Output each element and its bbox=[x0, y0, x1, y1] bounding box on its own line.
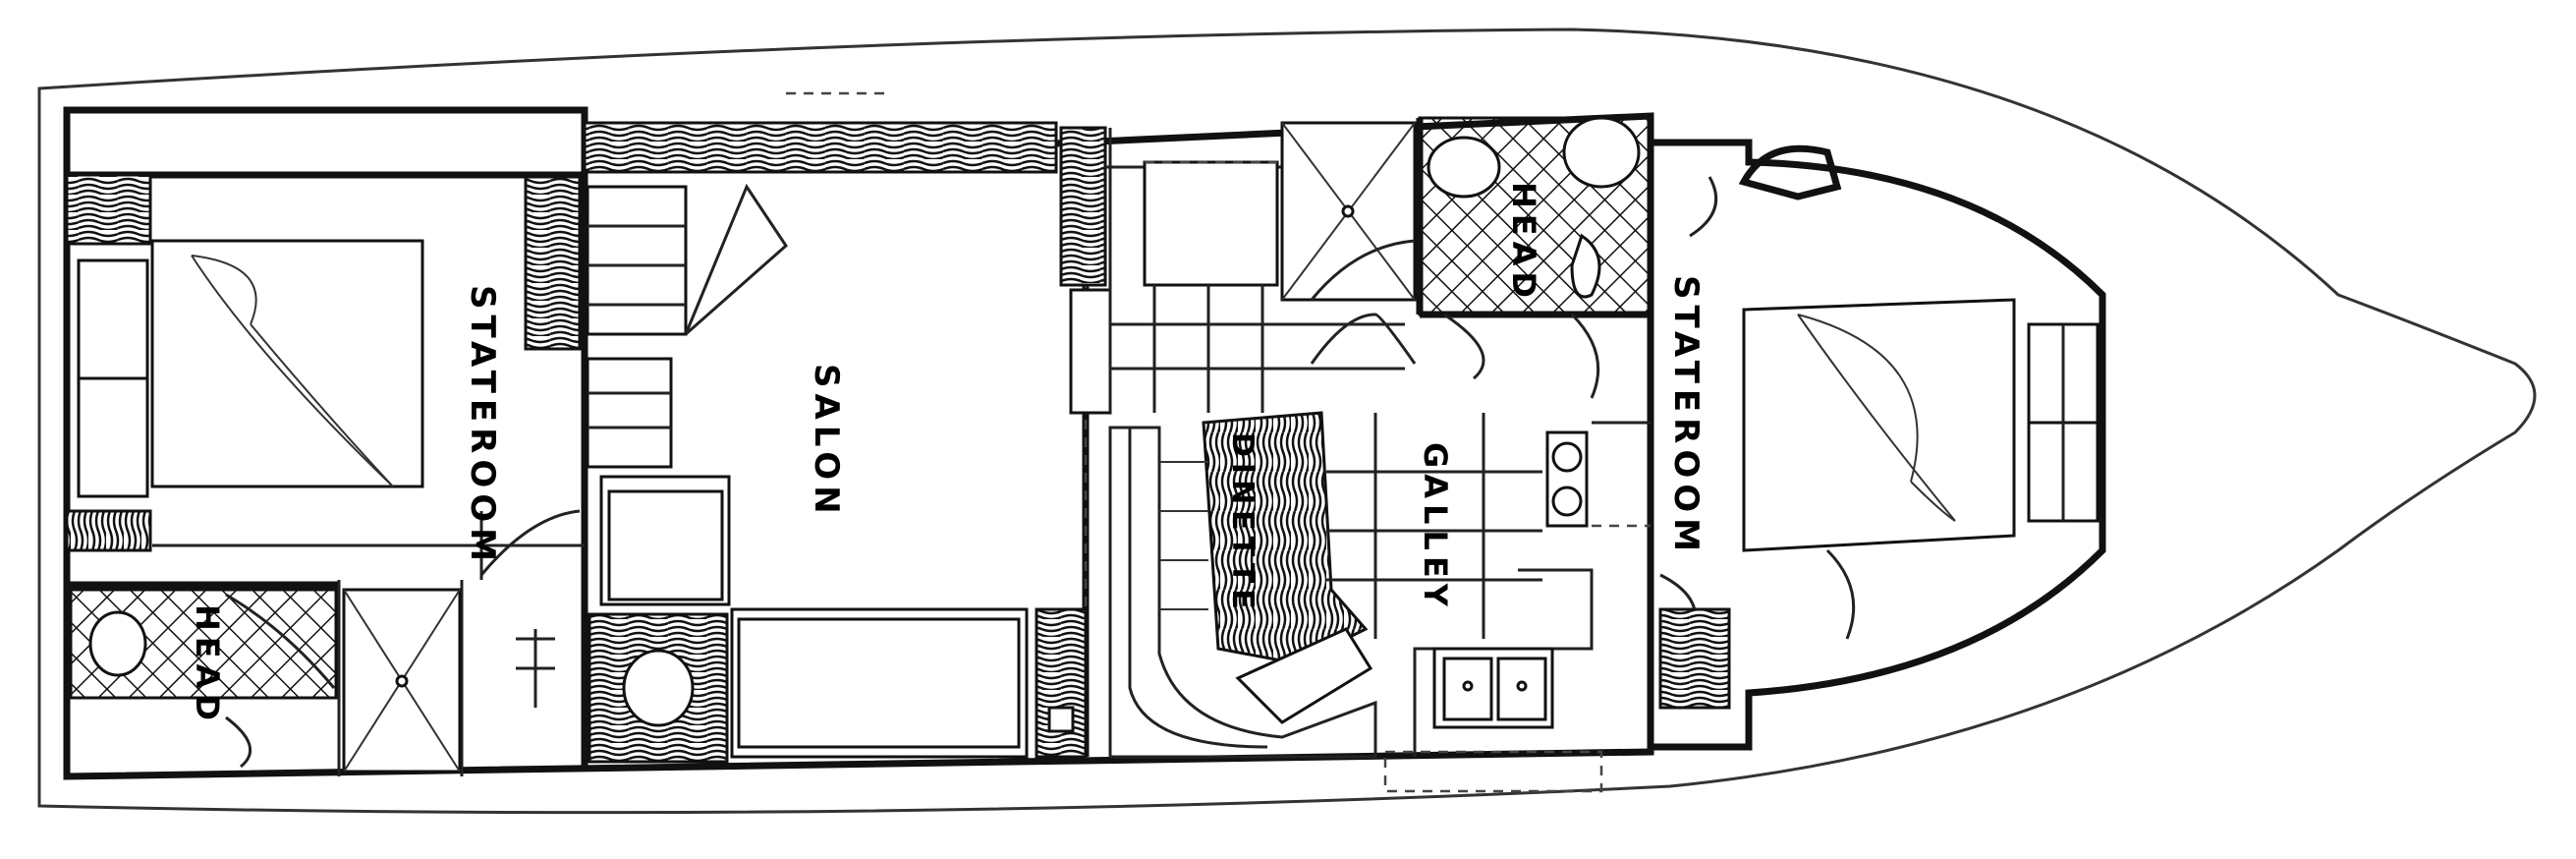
cabin-outer-wall bbox=[63, 106, 1654, 780]
aft-stateroom-label: STATEROOM bbox=[463, 285, 502, 567]
galley bbox=[1326, 413, 1651, 757]
deck-dashbox-bottom bbox=[1383, 750, 1603, 793]
fwd-stateroom bbox=[1651, 139, 2106, 751]
aft-stateroom bbox=[65, 165, 588, 767]
aft-head-label: HEAD bbox=[189, 604, 226, 726]
galley-label: GALLEY bbox=[1417, 442, 1454, 612]
aft-head bbox=[67, 580, 464, 776]
hull-outline bbox=[37, 28, 2537, 815]
salon-stairs bbox=[583, 121, 1058, 469]
corridor bbox=[1059, 126, 1405, 415]
salon-label: SALON bbox=[807, 364, 846, 520]
fwd-stateroom-label: STATEROOM bbox=[1666, 275, 1706, 557]
fwd-head-label: HEAD bbox=[1505, 182, 1542, 304]
dinette-label: DINETTE bbox=[1225, 432, 1260, 615]
dinette bbox=[1108, 411, 1377, 759]
shower bbox=[1280, 121, 1417, 365]
fwd-head bbox=[1416, 116, 1652, 399]
